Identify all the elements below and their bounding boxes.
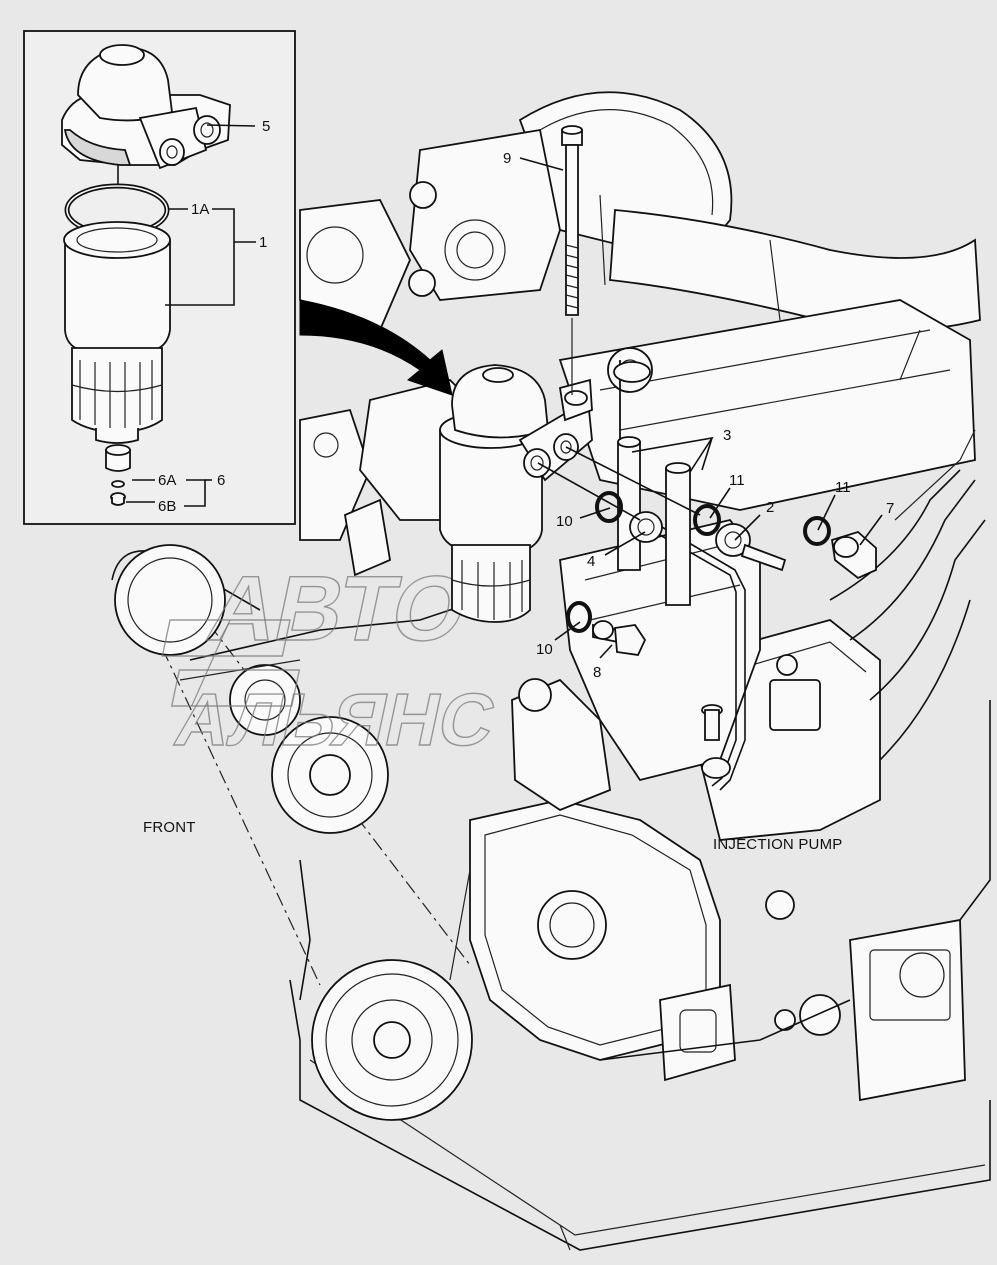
callout-3: 3 (723, 427, 731, 444)
callout-8: 8 (593, 664, 601, 681)
callout-10-lower: 10 (536, 641, 553, 658)
banjo-ring-part-2 (715, 523, 787, 572)
front-label: FRONT (143, 819, 196, 836)
exploded-view-inset: 5 1A 1 6A 6 6B (23, 30, 296, 525)
callout-6a: 6A (158, 472, 176, 489)
callout-6: 6 (217, 472, 225, 489)
bolt-part-9 (561, 125, 583, 395)
drain-screw-part-6b (110, 492, 126, 506)
fitting-part-7 (830, 530, 877, 580)
washer (111, 480, 125, 488)
filter-cartridge-part-1 (63, 221, 171, 444)
intake-hose (609, 209, 981, 331)
callout-6b: 6B (158, 498, 176, 515)
watermark-line2: АЛЬЯНС (168, 678, 502, 761)
hollow-bolt-part-8 (592, 620, 647, 656)
tube-part-3 (613, 360, 691, 606)
banjo-fitting-part-4 (537, 446, 701, 543)
callout-4: 4 (587, 553, 595, 570)
callout-2: 2 (766, 499, 774, 516)
washer-part-11 (693, 504, 831, 546)
injection-pump-label: INJECTION PUMP (713, 836, 842, 853)
alternator-pulley (114, 544, 226, 656)
watermark-line1: АВТО (200, 557, 477, 660)
callout-11-left: 11 (729, 472, 745, 489)
callout-5: 5 (262, 118, 270, 135)
callout-9: 9 (503, 150, 511, 167)
callout-7: 7 (886, 500, 894, 517)
callout-11-right: 11 (835, 479, 851, 496)
callout-1a: 1A (191, 201, 209, 218)
small-bolt (701, 704, 731, 779)
callout-10-upper: 10 (556, 513, 573, 530)
filter-head-part-5 (61, 44, 231, 185)
drain-plug-part-6a (105, 444, 131, 472)
watermark-logo (161, 619, 301, 707)
watermark: АВТО АЛЬЯНС (161, 556, 503, 762)
mounted-fuel-filter (439, 364, 593, 623)
callout-1: 1 (259, 234, 267, 251)
sealing-washer-part-10 (566, 491, 623, 633)
